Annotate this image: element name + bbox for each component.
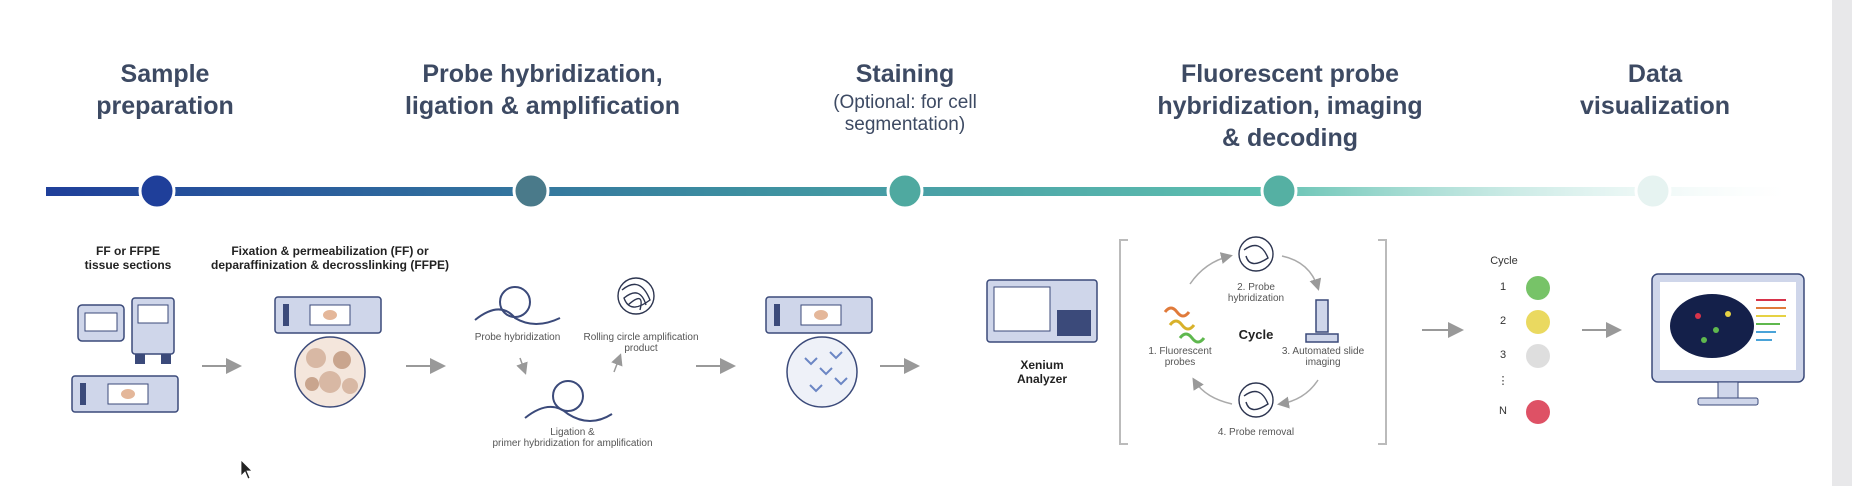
- ligation-icon: [524, 380, 613, 422]
- timeline-node-4: [1260, 172, 1298, 210]
- stage-title-data-visualization: Data visualization: [1579, 60, 1731, 120]
- label-cycle-center: Cycle: [1238, 327, 1274, 342]
- cycle-dot-1: [1526, 276, 1550, 300]
- stage-title-fluorescent-probe: Fluorescent probe hybridization, imaging…: [1157, 60, 1423, 152]
- probe-removal-icon: [1238, 382, 1274, 418]
- label-cycle-3: 3: [1499, 349, 1507, 361]
- slide-icon-1: [71, 375, 179, 413]
- cycle-arrow-bottom-right: [1277, 379, 1319, 409]
- label-probe-hybridization: Probe hybridization: [474, 332, 561, 343]
- arrow-ligation-to-rca: [611, 353, 623, 373]
- label-cycle-step-4: 4. Probe removal: [1217, 427, 1295, 438]
- label-cycle-ellipsis: ⋮: [1497, 375, 1509, 387]
- cycle-arrow-top-right: [1281, 255, 1322, 291]
- timeline-node-5: [1634, 172, 1672, 210]
- right-edge-panel: [1832, 0, 1852, 486]
- label-cycle-step-3: 3. Automated slide imaging: [1281, 346, 1365, 368]
- timeline-node-1: [138, 172, 176, 210]
- label-cycle-step-2: 2. Probe hybridization: [1227, 282, 1285, 304]
- label-cycle-2: 2: [1499, 315, 1507, 327]
- label-ligation: Ligation & primer hybridization for ampl…: [492, 427, 653, 449]
- stage-subtitle-staining: (Optional: for cell segmentation): [833, 92, 977, 135]
- slide-icon-2: [274, 296, 382, 334]
- microtome-icon: [77, 297, 175, 364]
- label-cycle-list-title: Cycle: [1490, 255, 1518, 267]
- label-tissue-sections: FF or FFPE tissue sections: [84, 244, 172, 272]
- cycle-arrow-top-left: [1189, 252, 1233, 285]
- stained-tissue-icon: [786, 336, 858, 408]
- tissue-magnified-icon: [294, 336, 366, 408]
- slide-icon-3: [765, 296, 873, 334]
- label-cycle-step-1: 1. Fluorescent probes: [1148, 346, 1212, 368]
- label-rca-product: Rolling circle amplification product: [583, 332, 699, 354]
- arrow-probe-to-ligation: [516, 357, 528, 375]
- monitor-icon: [1651, 273, 1805, 406]
- mouse-cursor-icon: [240, 459, 253, 480]
- cycle-arrow-bottom-left: [1192, 377, 1233, 405]
- cycle-bracket-left: [1119, 239, 1128, 445]
- stage-title-staining: Staining: [855, 60, 955, 88]
- cycle-dot-n: [1526, 400, 1550, 424]
- fluorescent-probes-icon: [1163, 306, 1206, 344]
- label-fixation: Fixation & permeabilization (FF) or depa…: [210, 244, 450, 272]
- microscope-icon: [1305, 299, 1339, 343]
- label-xenium-analyzer: Xenium Analyzer: [1016, 358, 1068, 386]
- timeline-node-3: [886, 172, 924, 210]
- rca-product-icon: [617, 277, 655, 315]
- label-cycle-n: N: [1499, 405, 1507, 417]
- stage-title-sample-preparation: Sample preparation: [96, 60, 234, 120]
- xenium-analyzer-icon: [986, 279, 1098, 343]
- label-cycle-1: 1: [1499, 281, 1507, 293]
- probe-hybridization-icon: [474, 286, 561, 325]
- cycle-dot-3: [1526, 344, 1550, 368]
- cycle-bracket-right: [1378, 239, 1387, 445]
- probe-hybridization-cycle-icon: [1238, 236, 1274, 272]
- cycle-dot-2: [1526, 310, 1550, 334]
- timeline-node-2: [512, 172, 550, 210]
- stage-title-probe-hybridization: Probe hybridization, ligation & amplific…: [404, 60, 680, 120]
